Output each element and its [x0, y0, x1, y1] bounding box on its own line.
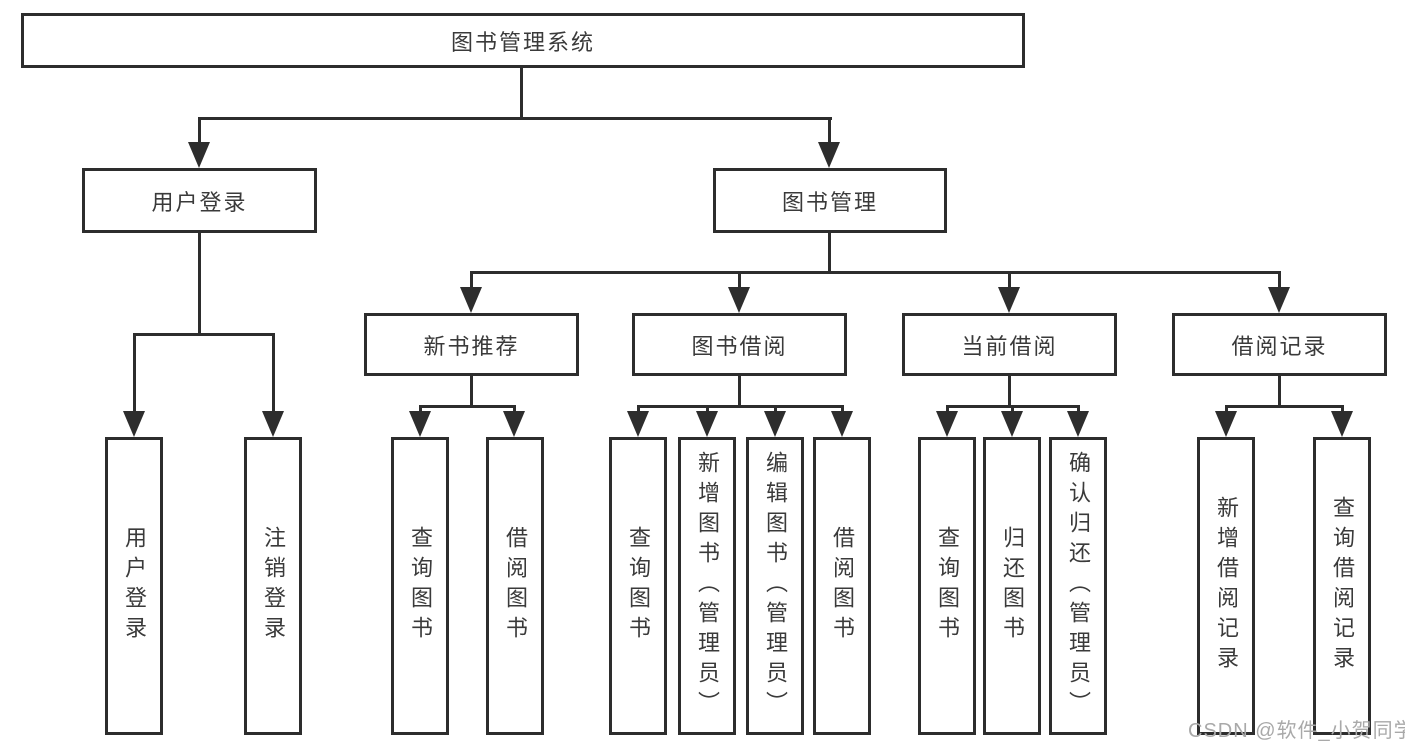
connector-cb-confirm-stem	[1077, 405, 1080, 415]
arrowhead-bb-borrow	[831, 411, 853, 437]
leaf-logout: 注销登录	[244, 437, 302, 735]
connector-borrow-records-down	[1278, 376, 1281, 407]
arrowhead-new-books	[460, 287, 482, 313]
arrowhead-logout	[262, 411, 284, 437]
node-library-system-label: 图书管理系统	[450, 29, 595, 55]
leaf-bb-add-books-label: 新增图书（管理员）	[695, 451, 720, 721]
connector-new-books-stem	[470, 271, 473, 289]
leaf-logout-label: 注销登录	[261, 526, 286, 646]
node-new-books: 新书推荐	[364, 313, 579, 376]
connector-login-stem	[133, 333, 136, 413]
leaf-br-query-record-label: 查询借阅记录	[1330, 496, 1355, 676]
node-borrow-records-label: 借阅记录	[1231, 333, 1328, 359]
csdn-watermark: CSDN @软件_小贺同学	[1188, 720, 1405, 742]
connector-book-borrow-down	[738, 376, 741, 407]
connector-logout-stem	[272, 333, 275, 413]
connector-bb-add-stem	[706, 405, 709, 415]
node-user-login-label: 用户登录	[151, 189, 248, 215]
connector-book-mgmt-down	[828, 233, 831, 273]
node-current-borrow: 当前借阅	[902, 313, 1117, 376]
arrowhead-nb-borrow	[503, 411, 525, 437]
connector-bb-borrow-stem	[841, 405, 844, 415]
leaf-nb-query-books-label: 查询图书	[408, 526, 433, 646]
connector-current-borrow-stem	[1008, 271, 1011, 289]
leaf-cb-query-books: 查询图书	[918, 437, 976, 735]
node-book-borrow-label: 图书借阅	[691, 333, 788, 359]
arrowhead-cb-confirm	[1067, 411, 1089, 437]
connector-user-login-down	[198, 233, 201, 335]
node-new-books-label: 新书推荐	[423, 333, 520, 359]
connector-bb-query-stem	[637, 405, 640, 415]
arrowhead-borrow-records	[1268, 287, 1290, 313]
connector-nb-query-stem	[419, 405, 422, 415]
connector-book-borrow-rail	[637, 405, 844, 408]
leaf-nb-borrow-books: 借阅图书	[486, 437, 544, 735]
leaf-bb-query-books-label: 查询图书	[626, 526, 651, 646]
arrowhead-cb-query	[936, 411, 958, 437]
leaf-bb-edit-books-label: 编辑图书（管理员）	[763, 451, 788, 721]
connector-current-borrow-down	[1008, 376, 1011, 407]
connector-borrow-records-rail	[1225, 405, 1344, 408]
connector-cb-query-stem	[946, 405, 949, 415]
connector-bb-edit-stem	[774, 405, 777, 415]
connector-level2-rail	[470, 271, 1281, 274]
connector-level1-rail	[198, 117, 832, 120]
leaf-br-add-record: 新增借阅记录	[1197, 437, 1255, 735]
arrowhead-nb-query	[409, 411, 431, 437]
node-book-borrow: 图书借阅	[632, 313, 847, 376]
node-borrow-records: 借阅记录	[1172, 313, 1387, 376]
connector-new-books-down	[470, 376, 473, 407]
leaf-nb-query-books: 查询图书	[391, 437, 449, 735]
arrowhead-current-borrow	[998, 287, 1020, 313]
leaf-cb-confirm-return: 确认归还（管理员）	[1049, 437, 1107, 735]
arrowhead-bb-query	[627, 411, 649, 437]
connector-br-query-stem	[1341, 405, 1344, 415]
connector-user-login-stem	[198, 117, 201, 145]
connector-user-login-rail	[133, 333, 275, 336]
leaf-cb-return-books: 归还图书	[983, 437, 1041, 735]
leaf-bb-borrow-books-label: 借阅图书	[830, 526, 855, 646]
node-current-borrow-label: 当前借阅	[961, 333, 1058, 359]
arrowhead-user-login	[188, 142, 210, 168]
leaf-bb-edit-books: 编辑图书（管理员）	[746, 437, 804, 735]
connector-book-borrow-stem	[738, 271, 741, 289]
arrowhead-login	[123, 411, 145, 437]
connector-nb-borrow-stem	[513, 405, 516, 415]
connector-borrow-records-stem	[1278, 271, 1281, 289]
leaf-bb-add-books: 新增图书（管理员）	[678, 437, 736, 735]
arrowhead-bb-add	[696, 411, 718, 437]
arrowhead-cb-return	[1001, 411, 1023, 437]
connector-book-mgmt-stem	[828, 117, 831, 145]
arrowhead-book-mgmt	[818, 142, 840, 168]
connector-cb-return-stem	[1011, 405, 1014, 415]
leaf-cb-confirm-return-label: 确认归还（管理员）	[1066, 451, 1091, 721]
leaf-cb-query-books-label: 查询图书	[935, 526, 960, 646]
arrowhead-bb-edit	[764, 411, 786, 437]
leaf-user-login: 用户登录	[105, 437, 163, 735]
arrowhead-book-borrow	[728, 287, 750, 313]
node-book-mgmt: 图书管理	[713, 168, 947, 233]
leaf-br-add-record-label: 新增借阅记录	[1214, 496, 1239, 676]
node-book-mgmt-label: 图书管理	[781, 189, 878, 215]
node-library-system: 图书管理系统	[21, 13, 1025, 68]
leaf-cb-return-books-label: 归还图书	[1000, 526, 1025, 646]
leaf-bb-borrow-books: 借阅图书	[813, 437, 871, 735]
leaf-br-query-record: 查询借阅记录	[1313, 437, 1371, 735]
arrowhead-br-add	[1215, 411, 1237, 437]
connector-new-books-rail	[419, 405, 516, 408]
node-user-login: 用户登录	[82, 168, 317, 233]
connector-br-add-stem	[1225, 405, 1228, 415]
leaf-user-login-label: 用户登录	[122, 526, 147, 646]
leaf-bb-query-books: 查询图书	[609, 437, 667, 735]
arrowhead-br-query	[1331, 411, 1353, 437]
leaf-nb-borrow-books-label: 借阅图书	[503, 526, 528, 646]
connector-root-stem	[520, 68, 523, 119]
